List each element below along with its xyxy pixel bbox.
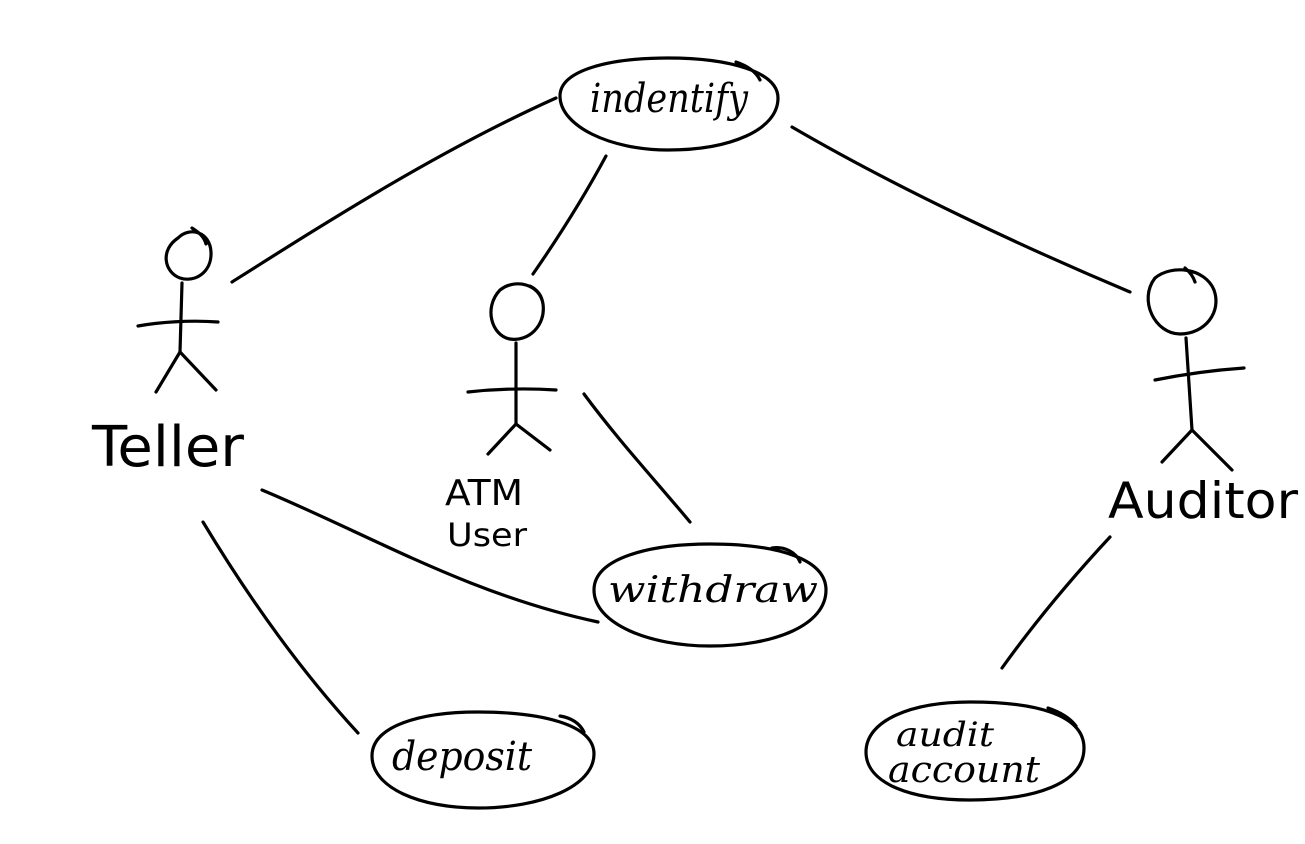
associations — [201, 96, 1132, 735]
association-atmuser-identify — [531, 154, 608, 276]
use-case-ellipse-withdraw — [592, 542, 828, 648]
use-case-ellipse-audit-account — [864, 700, 1086, 802]
use-case-label-audit-account-line2: account — [888, 750, 1041, 791]
actor-label-atm-user-line2: User — [447, 516, 528, 554]
use-case-label-deposit: deposit — [392, 734, 533, 780]
stick-figure-teller — [136, 226, 220, 394]
association-atmuser-withdraw — [582, 392, 692, 524]
use-case-label-audit-account-line1: audit — [896, 715, 994, 755]
stick-figure-atm-user — [466, 282, 558, 456]
use-case-ellipse-deposit — [370, 710, 596, 810]
actor-label-teller: Teller — [91, 415, 245, 480]
actor-auditor: Auditor — [1108, 266, 1298, 530]
association-auditor-auditaccount — [1000, 535, 1112, 670]
use-case-withdraw: withdraw — [592, 542, 828, 648]
actor-label-atm-user-line1: ATM — [445, 473, 523, 514]
use-case-ellipse-identify — [558, 56, 780, 152]
actor-teller: Teller — [91, 226, 245, 480]
actor-atm-user: ATM User — [445, 282, 558, 554]
association-auditor-identify — [790, 125, 1132, 294]
use-case-deposit: deposit — [370, 710, 596, 810]
actor-label-auditor: Auditor — [1108, 472, 1298, 530]
use-case-audit-account: audit account — [864, 700, 1086, 802]
association-teller-identify — [230, 96, 558, 284]
use-case-identify: indentify — [558, 56, 780, 152]
association-teller-withdraw — [260, 488, 600, 624]
use-case-label-withdraw: withdraw — [608, 570, 818, 611]
stick-figure-auditor — [1146, 266, 1246, 472]
use-case-label-identify: indentify — [590, 76, 749, 122]
association-teller-deposit — [201, 520, 360, 735]
